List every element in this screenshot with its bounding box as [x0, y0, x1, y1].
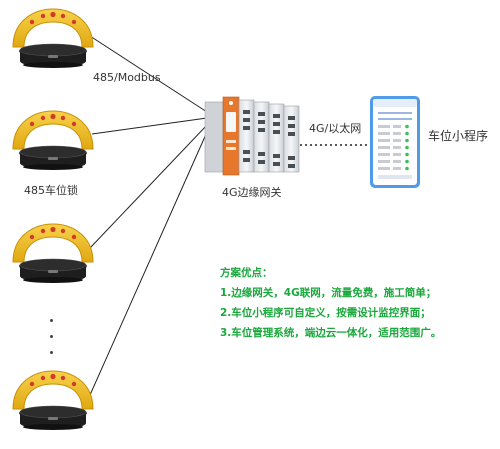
connection-line-lock-2 — [91, 117, 208, 135]
connection-line-lock-3 — [89, 124, 208, 249]
parking-lock-3 — [12, 223, 94, 284]
parking-lock-2 — [12, 110, 94, 171]
advantage-item-3: 3.车位管理系统，端边云一体化，适用范围广。 — [220, 327, 442, 339]
connection-line-lock-1 — [89, 35, 208, 113]
parking-lock-4 — [12, 370, 94, 431]
connection-lines — [89, 35, 208, 396]
ellipsis-dot-2 — [50, 335, 53, 338]
connection-line-lock-4 — [89, 131, 208, 396]
lock-label: 485车位锁 — [24, 184, 78, 197]
advantage-item-1: 1.边缘网关，4G联网，流量免费，施工简单； — [220, 287, 437, 299]
gateway-device — [204, 96, 300, 176]
network-label: 4G/以太网 — [309, 122, 362, 135]
advantages-title: 方案优点： — [220, 267, 273, 279]
parking-lock-1 — [12, 8, 94, 69]
phone-app — [370, 96, 420, 188]
protocol-label: 485/Modbus — [93, 71, 161, 84]
ellipsis-dot-3 — [50, 351, 53, 354]
gateway-label: 4G边缘网关 — [222, 186, 282, 199]
ellipsis-dot-1 — [50, 319, 53, 322]
advantage-item-2: 2.车位小程序可自定义，按需设计监控界面； — [220, 307, 431, 319]
advantages-block: 方案优点： 1.边缘网关，4G联网，流量免费，施工简单； 2.车位小程序可自定义… — [220, 263, 498, 343]
app-label: 车位小程序 — [428, 129, 489, 143]
